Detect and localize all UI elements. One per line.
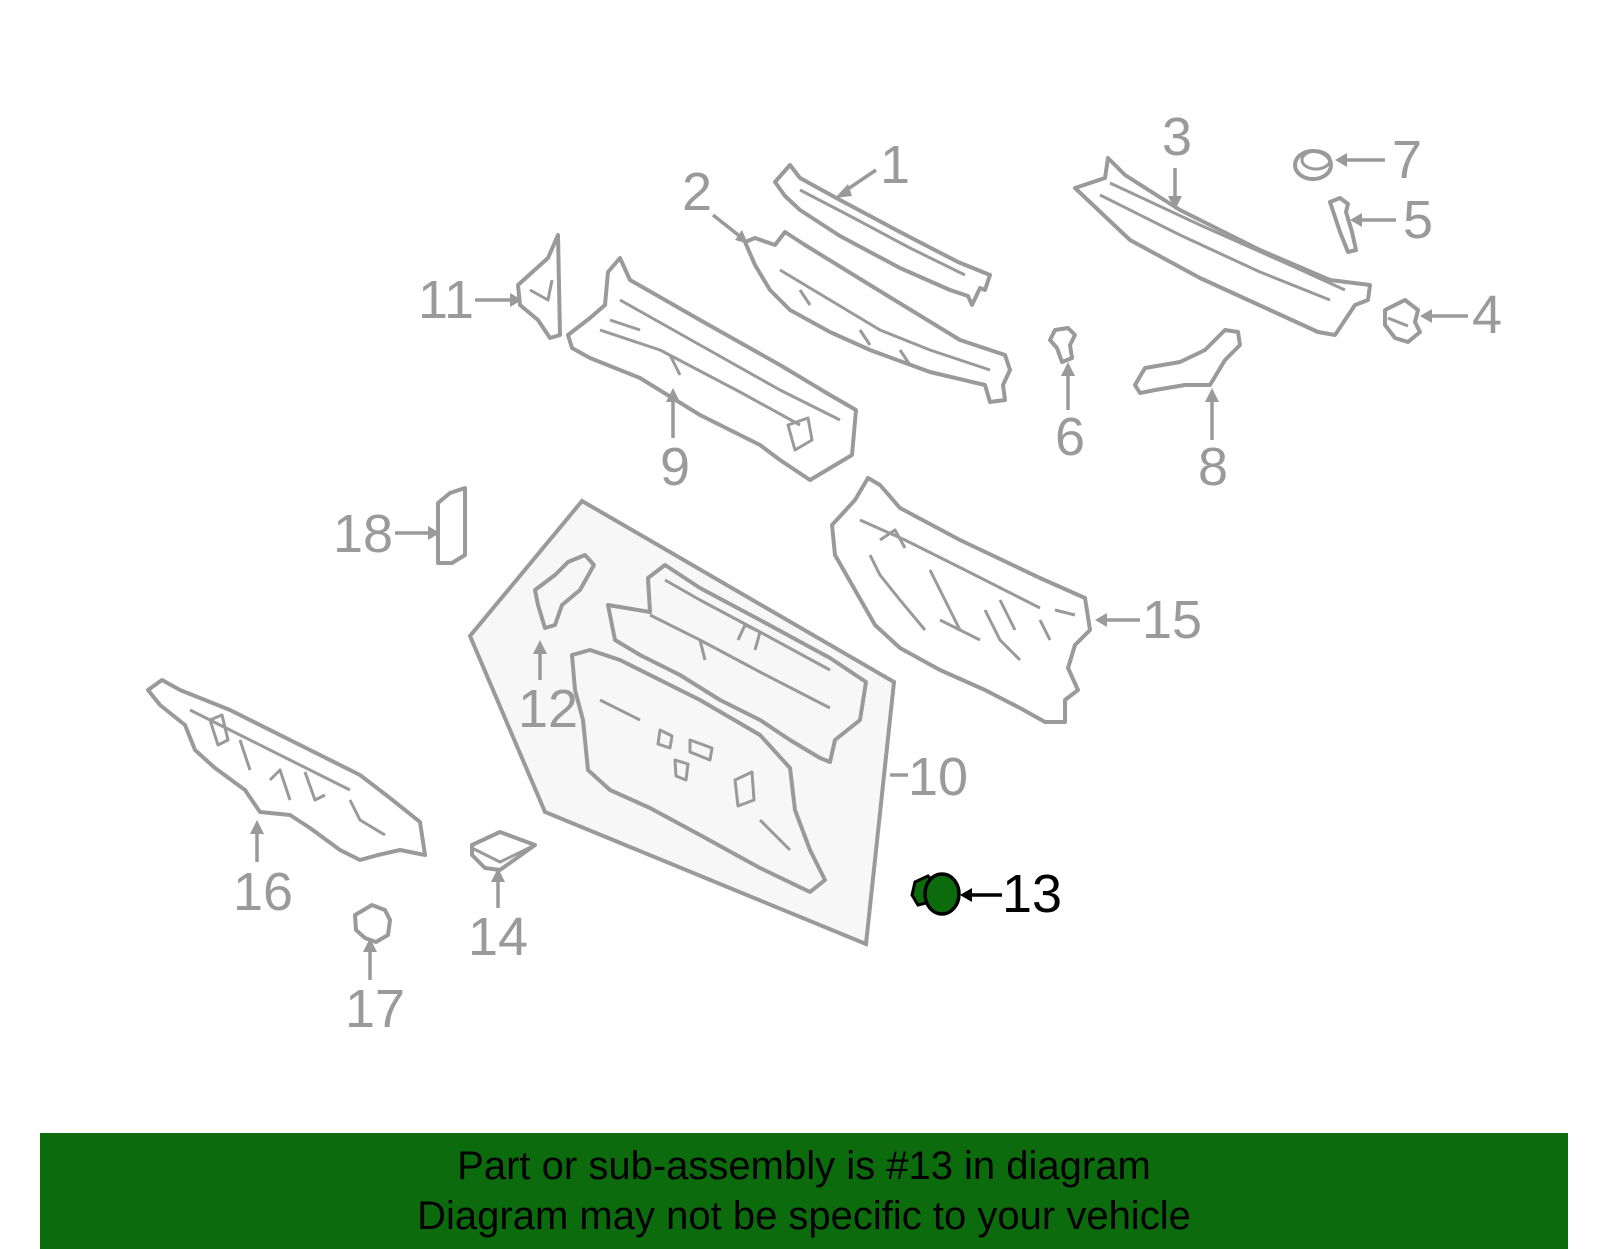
callout-13[interactable]: 13 (1002, 864, 1062, 924)
part-3-detail (1099, 181, 1346, 302)
banner-line-1: Part or sub-assembly is #13 in diagram (457, 1144, 1151, 1188)
info-banner: Part or sub-assembly is #13 in diagram D… (40, 1133, 1568, 1249)
part-9-detail (599, 298, 841, 452)
part-18-shape (436, 486, 467, 565)
part-16-detail (189, 708, 386, 837)
part-4-detail (1387, 316, 1409, 328)
callout-3[interactable]: 3 (1162, 107, 1192, 167)
part-10-upper-detail (649, 578, 831, 710)
part-7-detail (1300, 149, 1332, 171)
part-9-shape (566, 256, 858, 482)
callout-12[interactable]: 12 (518, 679, 578, 739)
part-1-detail (799, 188, 966, 277)
callout-1[interactable]: 1 (880, 135, 910, 195)
part-2-shape (743, 230, 1012, 404)
part-11-detail (529, 279, 554, 302)
callout-5[interactable]: 5 (1403, 190, 1433, 250)
part-10-lower-component (570, 648, 827, 894)
part-2-detail (779, 268, 991, 372)
callout-16[interactable]: 16 (233, 862, 293, 922)
callout-17[interactable]: 17 (345, 979, 405, 1039)
part-11-shape (516, 233, 562, 340)
part-8-shape (1133, 328, 1242, 395)
callout-11[interactable]: 11 (418, 270, 474, 330)
callout-9[interactable]: 9 (660, 437, 690, 497)
part-5-shape (1328, 196, 1358, 254)
part-15-shape (830, 476, 1092, 724)
part-14-shape (470, 830, 537, 872)
part-6-shape (1048, 326, 1077, 364)
part-14-detail (471, 843, 536, 864)
callout-15[interactable]: 15 (1142, 590, 1202, 650)
callout-6[interactable]: 6 (1055, 407, 1085, 467)
part-12-shape (533, 553, 596, 630)
callout-14[interactable]: 14 (468, 907, 528, 967)
callout-10[interactable]: 10 (908, 747, 968, 807)
part-15-detail (859, 518, 1076, 662)
part-1-shape (773, 163, 992, 307)
parts-diagram: 1 2 3 4 5 6 7 8 9 10 11 12 13 14 15 16 1… (146, 107, 1502, 1039)
part-10-assembly-panel (467, 498, 897, 947)
part-10-upper-component (606, 563, 868, 764)
callout-7[interactable]: 7 (1392, 130, 1422, 190)
part-13-shape (923, 872, 961, 916)
banner-line-2: Diagram may not be specific to your vehi… (417, 1194, 1191, 1238)
part-16-shape (146, 678, 427, 862)
callout-8[interactable]: 8 (1198, 437, 1228, 497)
callout-18[interactable]: 18 (333, 504, 393, 564)
callout-2[interactable]: 2 (682, 162, 712, 222)
part-17-shape (353, 903, 392, 944)
callout-4[interactable]: 4 (1472, 285, 1502, 345)
part-3-shape (1073, 156, 1372, 337)
part-4-shape (1383, 298, 1422, 344)
part-10-lower-detail (599, 698, 792, 852)
